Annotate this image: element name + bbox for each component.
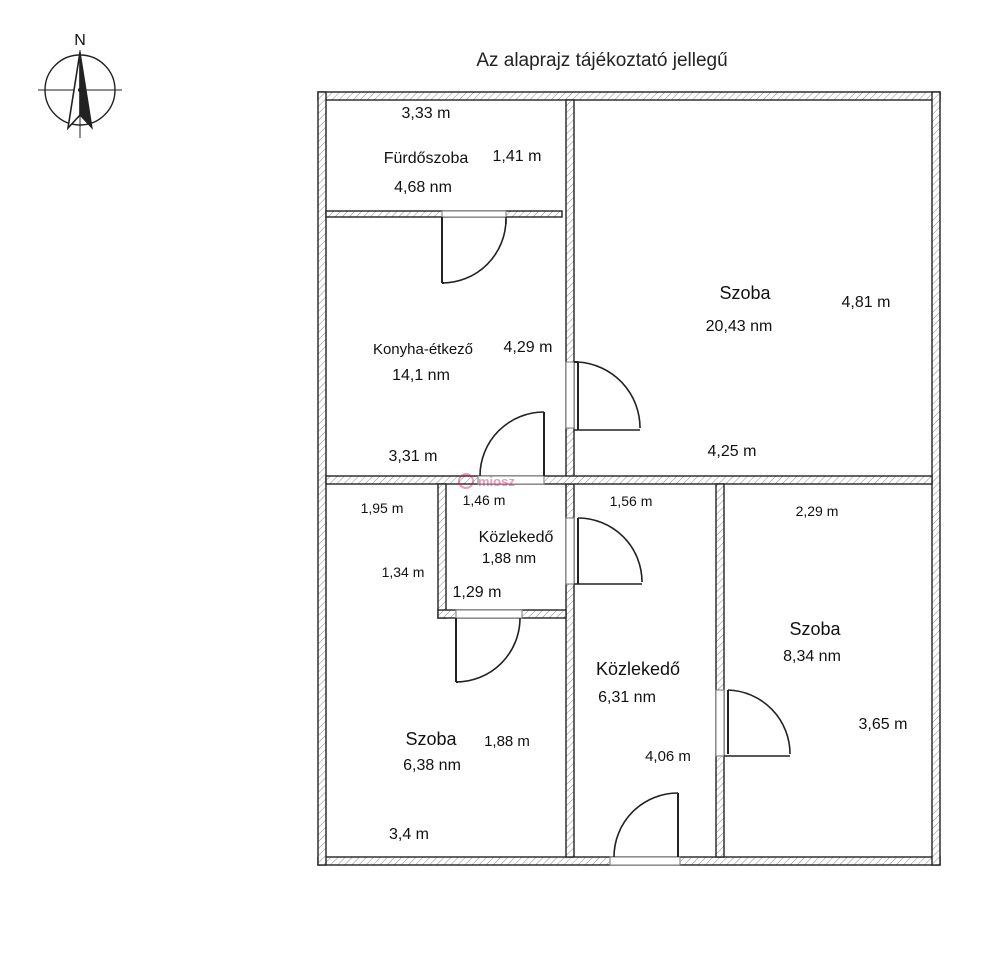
door-right-room — [715, 689, 791, 757]
long-corridor-area: 6,31 nm — [598, 689, 656, 706]
north-arrow-icon: N — [38, 32, 122, 138]
door-left-room — [455, 609, 523, 683]
door-kitchen — [477, 411, 545, 485]
kitchen-area: 14,1 nm — [392, 367, 450, 384]
kitchen-depth: 4,29 m — [504, 339, 553, 356]
large-room-area: 20,43 nm — [706, 318, 773, 335]
small-corridor-area: 1,88 nm — [482, 550, 536, 567]
bath-width: 3,33 m — [402, 105, 451, 122]
door-small-corridor — [565, 517, 643, 585]
left-room-name: Szoba — [405, 729, 457, 749]
long-corridor-name: Közlekedő — [596, 659, 680, 679]
wall-top — [317, 91, 941, 101]
wall-left — [317, 91, 327, 866]
right-room-depth: 3,65 m — [859, 716, 908, 733]
large-room-width: 4,25 m — [708, 443, 757, 460]
door-entrance — [609, 792, 681, 866]
left-room-depth: 1,88 m — [484, 733, 530, 750]
right-room-name: Szoba — [789, 619, 841, 639]
door-bathroom — [441, 210, 507, 284]
large-room-depth: 4,81 m — [842, 294, 891, 311]
left-room-extra-width: 1,95 m — [361, 500, 404, 516]
wall-small-corridor-left — [437, 483, 447, 619]
wall-right — [931, 91, 941, 866]
small-corridor-depth: 1,29 m — [453, 584, 502, 601]
left-room-width: 3,4 m — [389, 826, 429, 843]
wall-middle — [325, 475, 933, 485]
wall-right-room — [715, 483, 725, 858]
bath-area: 4,68 nm — [394, 179, 452, 196]
watermark-logo: miosz — [458, 473, 515, 489]
right-room-width: 2,29 m — [796, 503, 839, 519]
kitchen-name: Konyha-étkező — [373, 341, 473, 358]
small-corridor-width: 1,46 m — [463, 492, 506, 508]
small-corridor-name: Közlekedő — [479, 529, 554, 546]
kitchen-width: 3,31 m — [389, 448, 438, 465]
compass-label: N — [74, 32, 86, 49]
walls — [317, 91, 941, 866]
long-corridor-width: 1,56 m — [610, 493, 653, 509]
bath-name: Fürdőszoba — [384, 150, 469, 167]
left-room-area: 6,38 nm — [403, 757, 461, 774]
left-room-extra-depth: 1,34 m — [382, 564, 425, 580]
long-corridor-depth: 4,06 m — [645, 748, 691, 765]
plan-title: Az alaprajz tájékoztató jellegű — [476, 50, 727, 71]
bath-depth: 1,41 m — [493, 148, 542, 165]
door-large-room — [565, 361, 641, 431]
right-room-area: 8,34 nm — [783, 648, 841, 665]
watermark-text: miosz — [478, 474, 515, 489]
large-room-name: Szoba — [719, 283, 771, 303]
